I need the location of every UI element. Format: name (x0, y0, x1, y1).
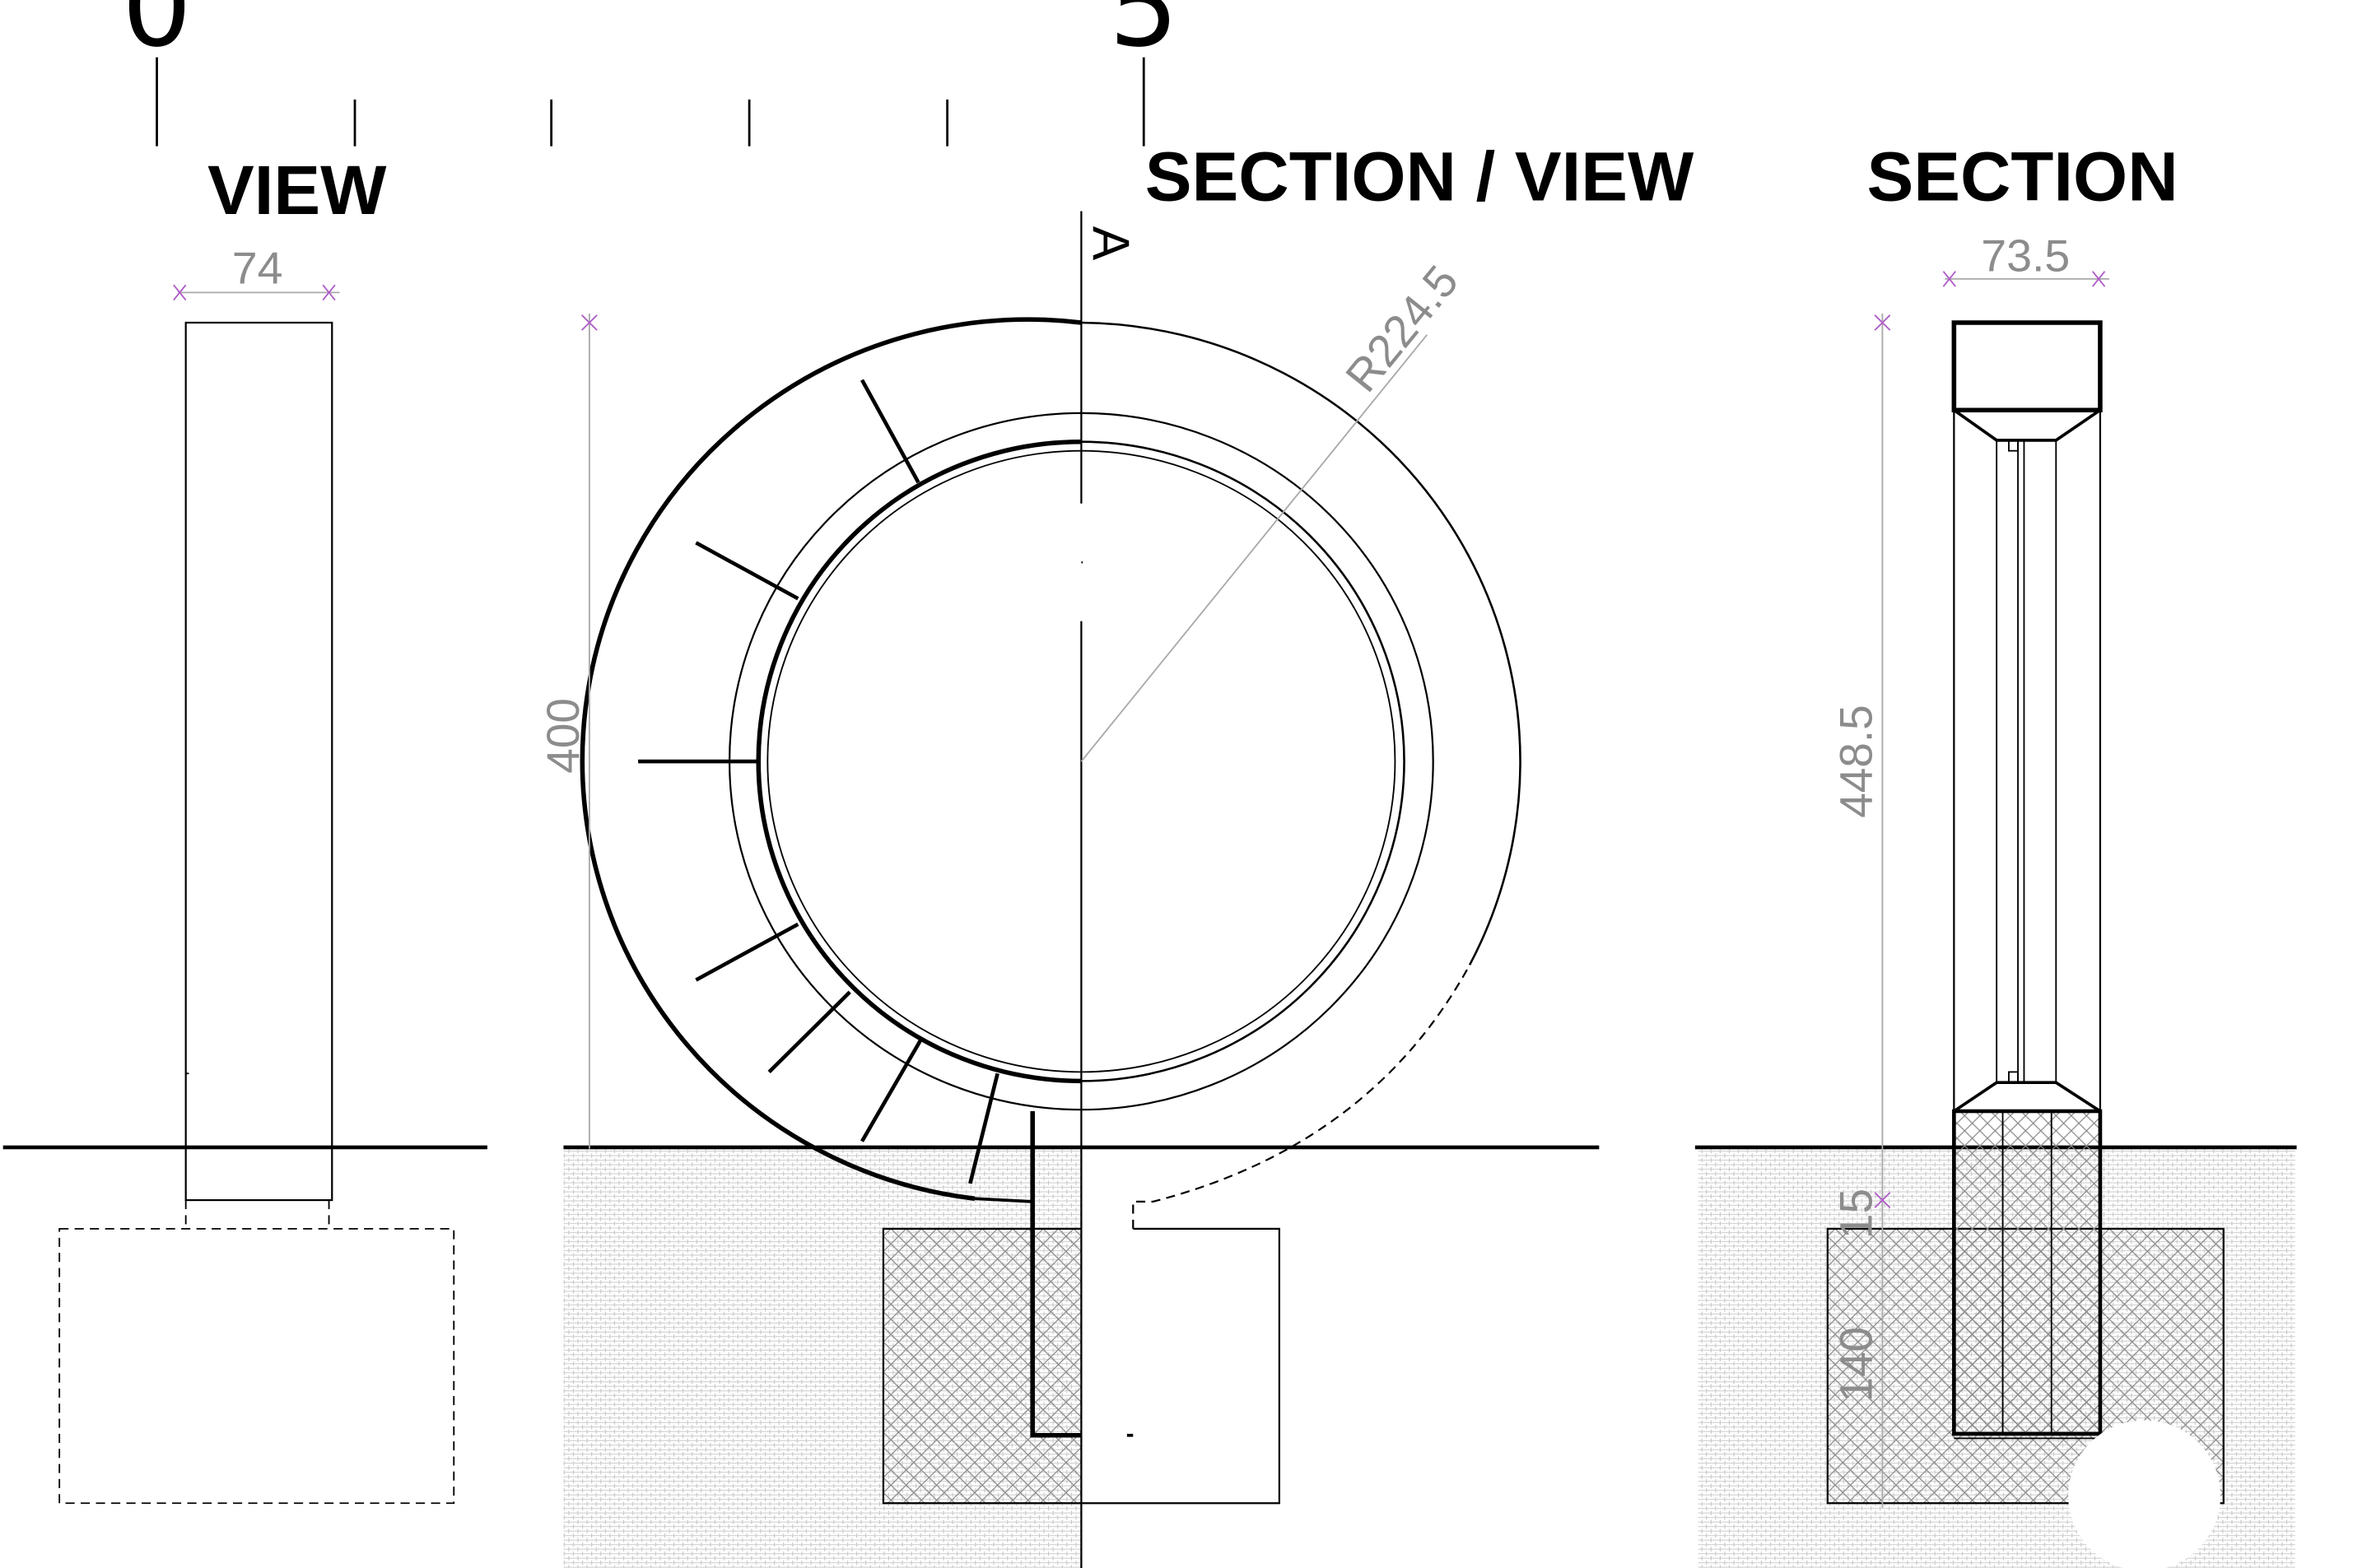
section-marker-a: A (1082, 226, 1139, 261)
outer-ring-arc (1081, 321, 1521, 965)
dim-section-width-label: 73.5 (1981, 230, 2070, 281)
foundation-outline-dashed (58, 1227, 455, 1505)
dimension-radius-line (1080, 334, 1428, 762)
section-title: SECTION (1867, 137, 2178, 216)
dim-foundation-depth-label: 140 (1830, 1327, 1881, 1403)
dim-height-label: 400 (538, 698, 589, 774)
section-view-title: SECTION / VIEW (1145, 137, 1694, 216)
view-drawing (58, 321, 455, 1505)
dimension-section-height (1874, 314, 1891, 1508)
post-outline (184, 321, 333, 1202)
section-post (1951, 320, 2103, 1113)
section-embedded-base (1952, 1109, 2103, 1436)
inner-ring-arc (1081, 440, 1405, 1082)
dim-section-height-label: 448.5 (1830, 705, 1881, 818)
inner-ring-section (756, 439, 1082, 1084)
foundation-hatch (883, 1228, 1082, 1504)
segment-joints (638, 379, 999, 1184)
dim-view-width-label: 74 (232, 243, 283, 294)
view-title: VIEW (207, 151, 387, 229)
dimension-section-width (1942, 271, 2110, 287)
section-axis-line (1080, 211, 1083, 1568)
section-base-rods (2001, 1110, 2052, 1434)
dimension-height (580, 314, 598, 1149)
scale-bar (156, 57, 1145, 147)
dim-embed-depth-label: 15 (1830, 1189, 1881, 1239)
outer-ring-section (580, 317, 1082, 1201)
scale-end-label: 5 (1109, 0, 1179, 72)
scale-start-label: 0 (122, 0, 192, 72)
dimension-view-width (173, 284, 340, 301)
dim-radius-label: R224.5 (1335, 256, 1468, 402)
hidden-ring-portion (1132, 964, 1471, 1229)
blank-circle-overlay (2068, 1420, 2221, 1568)
post-stem (1030, 1110, 1082, 1438)
